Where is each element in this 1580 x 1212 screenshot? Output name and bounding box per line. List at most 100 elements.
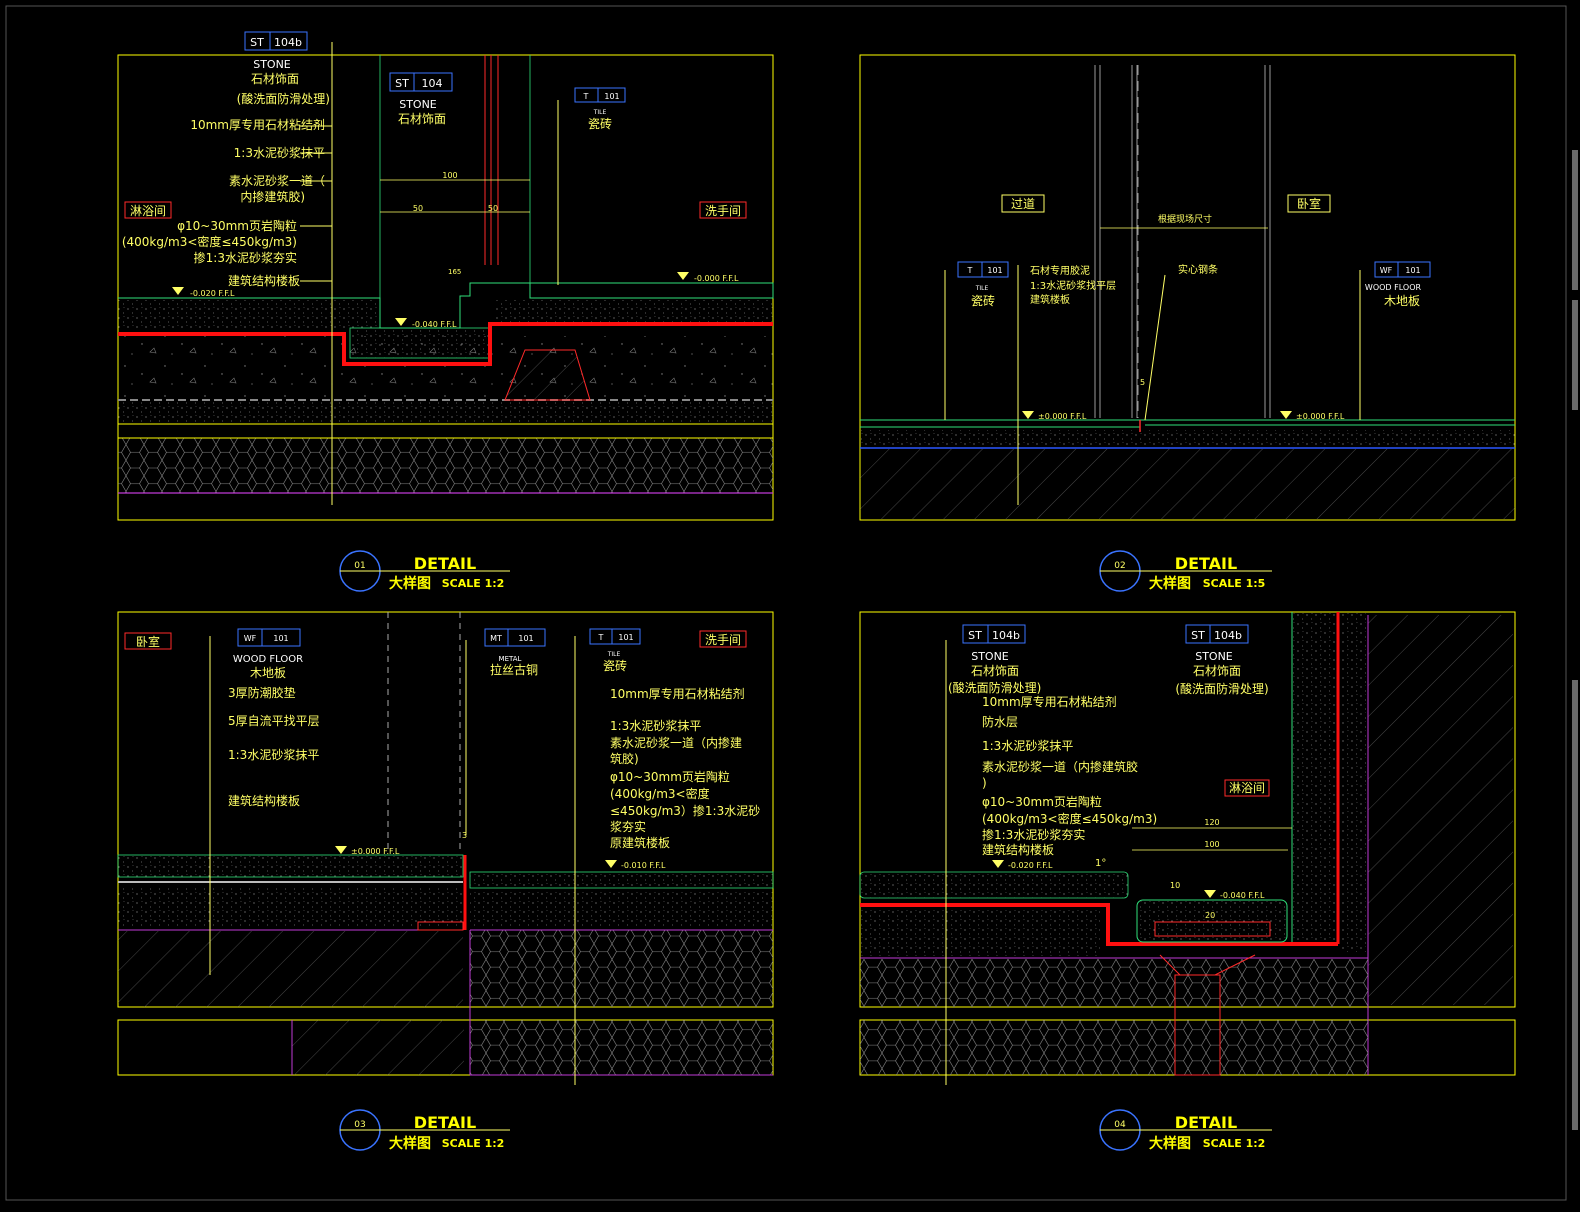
vertical-scrollbar-3[interactable] — [1572, 680, 1578, 1130]
svg-text:104b: 104b — [1214, 629, 1242, 642]
d04-dim-120: 120 — [1204, 818, 1219, 827]
d04-subtitle: 大样图 — [1149, 1135, 1191, 1152]
svg-text:1:3水泥砂浆抹平: 1:3水泥砂浆抹平 — [610, 718, 701, 733]
svg-text:101: 101 — [1405, 266, 1420, 275]
svg-text:104: 104 — [422, 77, 443, 90]
d02-notes: 石材专用胶泥 1:3水泥砂浆找平层 建筑楼板 实心钢条 — [1030, 263, 1218, 306]
svg-text:石材饰面: 石材饰面 — [398, 112, 446, 126]
d03-room-washroom: 洗手间 — [705, 633, 741, 647]
svg-text:内掺建筑胶): 内掺建筑胶) — [240, 189, 305, 204]
d01-dim-50a: 50 — [413, 204, 423, 213]
vertical-scrollbar-2[interactable] — [1572, 300, 1578, 410]
d04-dim-slope: 1° — [1095, 858, 1106, 869]
svg-text:ST: ST — [968, 629, 982, 642]
d01-level-3: -0.000 F.F.L — [694, 274, 739, 283]
svg-text:瓷砖: 瓷砖 — [588, 116, 612, 131]
d03-scale: SCALE 1:2 — [442, 1137, 505, 1150]
d04-title: DETAIL — [1175, 1113, 1237, 1132]
d04-note-right: (酸洗面防滑处理) — [1175, 681, 1268, 696]
d01-room-shower: 淋浴间 — [130, 204, 166, 218]
svg-text:(400kg/m3<密度≤450kg/m3): (400kg/m3<密度≤450kg/m3) — [982, 811, 1157, 826]
d01-tag-t101: T 101 TILE 瓷砖 — [574, 87, 626, 131]
svg-text:101: 101 — [987, 266, 1002, 275]
svg-text:STONE: STONE — [1195, 650, 1233, 663]
svg-text:1:3水泥砂浆抹平: 1:3水泥砂浆抹平 — [234, 145, 325, 160]
svg-text:10mm厚专用石材粘结剂: 10mm厚专用石材粘结剂 — [190, 117, 325, 132]
svg-text:掺1:3水泥砂浆夯实: 掺1:3水泥砂浆夯实 — [982, 827, 1085, 842]
d01-scale: SCALE 1:2 — [442, 577, 505, 590]
svg-text:TILE: TILE — [607, 651, 621, 658]
svg-text:STONE: STONE — [971, 650, 1009, 663]
d03-title: DETAIL — [414, 1113, 476, 1132]
d02-dim-site: 根据现场尺寸 — [1158, 213, 1212, 225]
svg-text:(400kg/m3<密度: (400kg/m3<密度 — [610, 786, 710, 801]
svg-text:10mm厚专用石材粘结剂: 10mm厚专用石材粘结剂 — [610, 686, 745, 701]
svg-text:拉丝古铜: 拉丝古铜 — [490, 662, 538, 677]
d04-tag-st104b-left: ST 104b STONE 石材饰面 — [962, 624, 1026, 678]
svg-text:101: 101 — [604, 92, 619, 101]
d01-level-2: -0.040 F.F.L — [412, 320, 457, 329]
d04-dim-20: 20 — [1205, 911, 1215, 920]
vertical-scrollbar[interactable] — [1572, 150, 1578, 290]
svg-text:素水泥砂浆一道（: 素水泥砂浆一道（ — [229, 173, 325, 188]
d01-room-washroom: 洗手间 — [705, 204, 741, 218]
d03-tag-mt101: MT 101 METAL 拉丝古铜 — [484, 628, 546, 677]
d04-scale: SCALE 1:2 — [1203, 1137, 1266, 1150]
d03-notes-left: 3厚防潮胶垫 5厚自流平找平层 1:3水泥砂浆抹平 建筑结构楼板 — [228, 685, 320, 808]
d04-notes: (酸洗面防滑处理) 10mm厚专用石材粘结剂 防水层 1:3水泥砂浆抹平 素水泥… — [948, 680, 1157, 857]
d02-dim-5: 5 — [1140, 378, 1145, 387]
svg-text:(酸洗面防滑处理): (酸洗面防滑处理) — [237, 91, 330, 106]
svg-text:建筑结构楼板: 建筑结构楼板 — [228, 273, 300, 288]
svg-text:5厚自流平找平层: 5厚自流平找平层 — [228, 714, 320, 728]
svg-text:石材专用胶泥: 石材专用胶泥 — [1030, 264, 1090, 277]
d01-dim-100: 100 — [442, 171, 457, 180]
d03-notes-right: 10mm厚专用石材粘结剂 1:3水泥砂浆抹平 素水泥砂浆一道（内掺建 筑胶) φ… — [610, 686, 760, 850]
d02-subtitle: 大样图 — [1149, 575, 1191, 592]
d01-dim-50b: 50 — [488, 204, 498, 213]
svg-text:101: 101 — [273, 634, 288, 643]
d04-dim-100: 100 — [1204, 840, 1219, 849]
d02-tag-wf101: WF 101 WOOD FLOOR 木地板 — [1365, 261, 1431, 308]
svg-text:防水层: 防水层 — [982, 714, 1018, 729]
svg-text:10mm厚专用石材粘结剂: 10mm厚专用石材粘结剂 — [982, 694, 1117, 709]
d03-level-2: -0.010 F.F.L — [621, 861, 666, 870]
svg-text:STONE: STONE — [253, 58, 291, 71]
svg-text:T: T — [598, 633, 604, 642]
svg-text:素水泥砂浆一道（内掺建筑胶: 素水泥砂浆一道（内掺建筑胶 — [982, 759, 1138, 774]
svg-text:木地板: 木地板 — [1384, 294, 1420, 308]
svg-text:石材饰面: 石材饰面 — [1193, 664, 1241, 678]
d03-dim-3: 3 — [462, 831, 467, 840]
d01-level-1: -0.020 F.F.L — [190, 289, 235, 298]
d03-tag-t101: T 101 TILE 瓷砖 — [589, 628, 641, 673]
svg-text:建筑楼板: 建筑楼板 — [1030, 293, 1070, 306]
d02-title: DETAIL — [1175, 554, 1237, 573]
svg-text:WOOD FLOOR: WOOD FLOOR — [233, 654, 303, 665]
d04-number: 04 — [1114, 1120, 1126, 1130]
d01-number: 01 — [354, 561, 365, 571]
d03-room-bedroom: 卧室 — [136, 634, 160, 649]
svg-text:浆夯实: 浆夯实 — [610, 819, 646, 834]
d01-tag-st104: ST 104 STONE 石材饰面 — [389, 72, 453, 126]
svg-text:掺1:3水泥砂浆夯实: 掺1:3水泥砂浆夯实 — [194, 250, 297, 265]
detail-01: 100 50 50 165 ST 104b STONE 石材饰面 ST 104 … — [117, 31, 774, 592]
svg-text:3厚防潮胶垫: 3厚防潮胶垫 — [228, 685, 296, 700]
svg-text:TILE: TILE — [975, 285, 989, 292]
svg-text:实心钢条: 实心钢条 — [1178, 263, 1218, 276]
svg-text:STONE: STONE — [399, 98, 437, 111]
d03-number: 03 — [354, 1120, 365, 1130]
svg-text:石材饰面: 石材饰面 — [971, 664, 1019, 678]
svg-text:素水泥砂浆一道（内掺建: 素水泥砂浆一道（内掺建 — [610, 735, 742, 750]
svg-text:TILE: TILE — [593, 109, 607, 116]
d01-notes: (酸洗面防滑处理) 10mm厚专用石材粘结剂 1:3水泥砂浆抹平 素水泥砂浆一道… — [122, 91, 330, 288]
svg-text:φ10~30mm页岩陶粒: φ10~30mm页岩陶粒 — [177, 218, 297, 233]
svg-text:): ) — [982, 776, 987, 790]
svg-text:原建筑楼板: 原建筑楼板 — [610, 835, 670, 850]
svg-text:建筑结构楼板: 建筑结构楼板 — [982, 842, 1054, 857]
svg-text:WF: WF — [1380, 266, 1393, 275]
svg-text:101: 101 — [618, 633, 633, 642]
svg-text:瓷砖: 瓷砖 — [971, 293, 995, 308]
svg-text:1:3水泥砂浆抹平: 1:3水泥砂浆抹平 — [982, 738, 1073, 753]
svg-text:ST: ST — [395, 77, 409, 90]
svg-text:建筑结构楼板: 建筑结构楼板 — [228, 793, 300, 808]
d02-level-1: ±0.000 F.F.L — [1038, 412, 1087, 421]
